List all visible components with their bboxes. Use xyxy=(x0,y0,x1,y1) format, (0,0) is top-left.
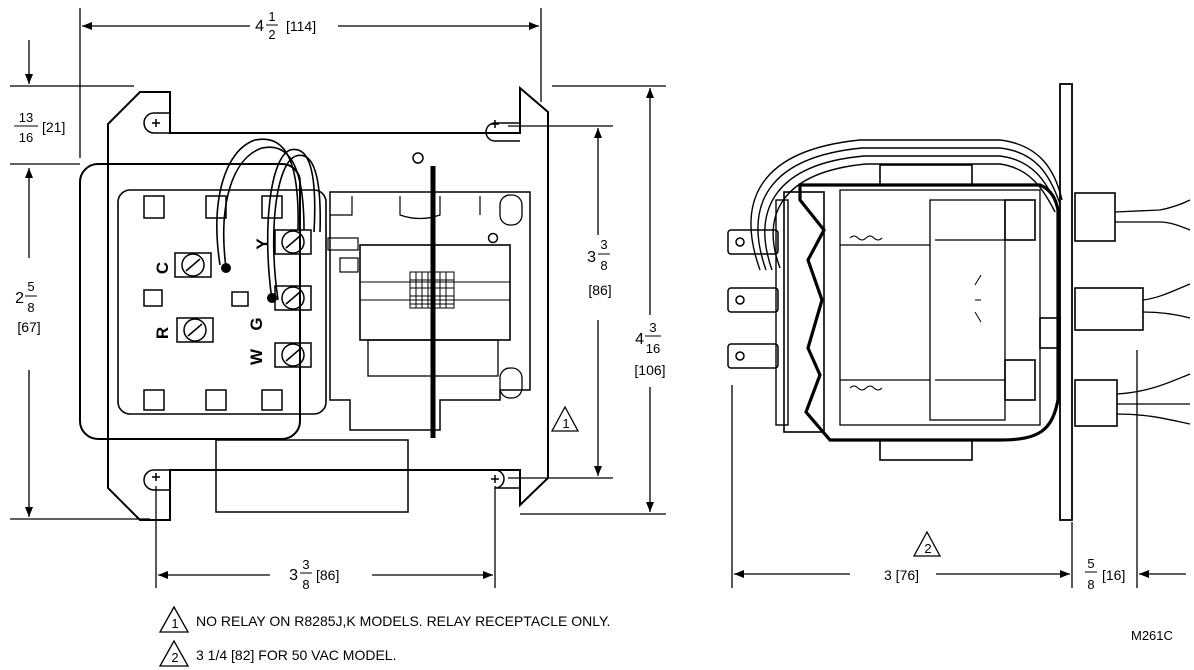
dim-mount-vertical-den: 8 xyxy=(600,258,607,273)
dim-width-top-den: 2 xyxy=(268,27,275,42)
lead-wires xyxy=(216,138,321,301)
dim-left-height-den: 8 xyxy=(27,300,34,315)
callout-1-front-number: 1 xyxy=(562,416,569,431)
dim-width-top-metric: [114] xyxy=(286,18,316,34)
dim-mount-horizontal: 3 3 8 [86] xyxy=(289,557,339,592)
terminal-label-g: G xyxy=(247,317,266,330)
callout-1-front: 1 xyxy=(550,405,580,432)
side-right-connectors xyxy=(1074,192,1144,427)
mounting-slots xyxy=(143,112,520,491)
figure-code: M261C xyxy=(1131,628,1173,643)
dim-overall-height: 4 3 16 [106] xyxy=(634,320,665,378)
side-spade-terminals xyxy=(727,229,779,369)
dim-width-top: 4 1 2 [114] xyxy=(255,9,316,42)
dim-mount-vertical-metric: [86] xyxy=(588,282,611,298)
dim-mount-horizontal-whole: 3 xyxy=(289,567,298,584)
mounting-hole-marks xyxy=(152,119,499,483)
dim-left-height-metric: [67] xyxy=(17,319,40,335)
note-1: 1 NO RELAY ON R8285J,K MODELS. RELAY REC… xyxy=(158,605,610,633)
callout-2-side-number: 2 xyxy=(924,541,931,556)
dim-mount-vertical-num: 3 xyxy=(600,237,607,252)
dim-mount-horizontal-num: 3 xyxy=(302,557,309,572)
dim-width-top-num: 1 xyxy=(268,9,275,24)
note-1-number: 1 xyxy=(171,616,178,631)
terminal-label-y: Y xyxy=(253,238,272,250)
dim-overall-height-num: 3 xyxy=(649,320,656,335)
dim-left-height-num: 5 xyxy=(27,279,34,294)
note-2-number: 2 xyxy=(171,650,178,665)
dim-side-depth: 3 [76] xyxy=(884,567,919,583)
dim-mount-vertical-whole: 3 xyxy=(587,249,596,266)
note-1-text: NO RELAY ON R8285J,K MODELS. RELAY RECEP… xyxy=(196,613,610,629)
terminal-label-c: C xyxy=(153,262,172,274)
dim-top-offset-den: 16 xyxy=(19,130,33,145)
screw-terminals xyxy=(174,229,312,368)
dimension-lines-front xyxy=(10,8,666,588)
terminal-label-w: W xyxy=(247,348,266,365)
dim-mount-horizontal-metric: [86] xyxy=(316,567,339,583)
terminal-block-details xyxy=(143,195,283,411)
dim-overall-height-whole: 4 xyxy=(635,331,644,348)
terminal-block xyxy=(117,189,327,415)
dim-width-top-whole: 4 xyxy=(255,18,264,35)
callout-2-side: 2 xyxy=(912,530,942,557)
note-2: 2 3 1/4 [82] FOR 50 VAC MODEL. xyxy=(158,639,396,667)
side-relay-body xyxy=(798,183,1060,442)
dim-top-offset-num: 13 xyxy=(19,110,33,125)
dim-side-stem-num: 5 xyxy=(1087,556,1094,571)
dim-top-offset-metric: [21] xyxy=(42,119,65,135)
side-view xyxy=(727,83,1191,521)
mounting-plate-outline xyxy=(107,85,549,521)
front-view xyxy=(79,85,549,521)
dimension-lines-side xyxy=(731,350,1186,588)
relay-base-plate xyxy=(329,191,531,431)
dim-top-offset: 13 16 [21] xyxy=(14,110,65,145)
dim-mount-horizontal-den: 8 xyxy=(302,577,309,592)
note-2-text: 3 1/4 [82] FOR 50 VAC MODEL. xyxy=(196,647,396,663)
transformer-body xyxy=(79,163,301,440)
terminal-label-r: R xyxy=(153,327,172,339)
dim-overall-height-den: 16 xyxy=(646,341,660,356)
side-output-wires xyxy=(1114,199,1191,425)
dim-side-stem: 5 8 [16] xyxy=(1085,556,1125,592)
dim-left-height: 2 5 8 [67] xyxy=(15,279,41,335)
side-loop-wires xyxy=(750,139,1063,271)
lower-box xyxy=(215,439,409,513)
side-wall-plate xyxy=(1059,83,1073,521)
dim-side-stem-den: 8 xyxy=(1087,577,1094,592)
dim-left-height-whole: 2 xyxy=(15,290,24,307)
dim-side-stem-metric: [16] xyxy=(1102,567,1125,583)
dim-overall-height-metric: [106] xyxy=(634,362,665,378)
dim-mount-vertical: 3 3 8 [86] xyxy=(587,237,612,298)
